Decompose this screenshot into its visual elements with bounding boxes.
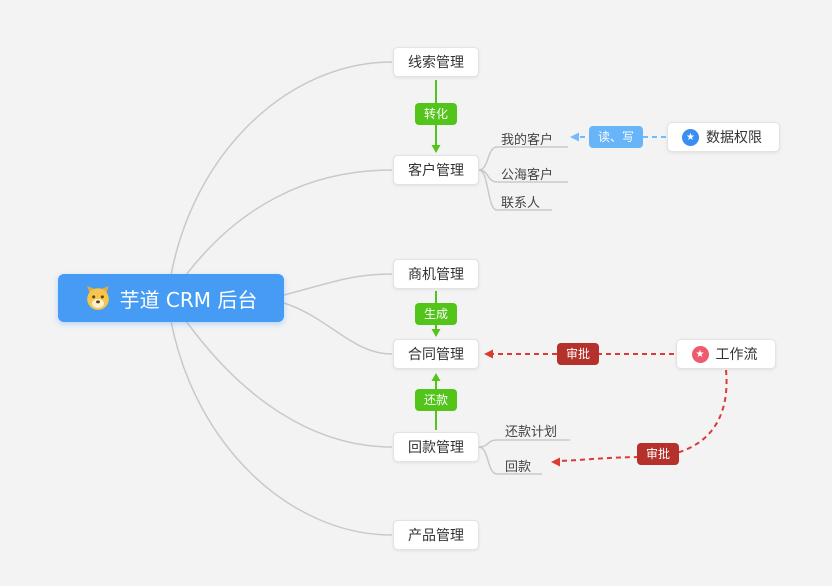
badge-convert[interactable]: 转化 bbox=[414, 103, 458, 125]
star-glyph: ★ bbox=[686, 131, 695, 143]
badge-repay[interactable]: 还款 bbox=[414, 389, 458, 411]
node-label: 商机管理 bbox=[408, 267, 464, 283]
child-my-customers[interactable]: 我的客户 bbox=[501, 133, 554, 148]
badge-read-write[interactable]: 读、写 bbox=[588, 126, 644, 148]
data-permission-arrowhead bbox=[570, 132, 579, 142]
branch-to-product bbox=[170, 320, 393, 536]
child-public-pool-customers[interactable]: 公海客户 bbox=[501, 168, 554, 183]
child-contacts[interactable]: 联系人 bbox=[501, 196, 541, 211]
branch-to-contract bbox=[283, 302, 393, 355]
workflow-payment-arrow bbox=[559, 369, 728, 462]
branch-curves bbox=[170, 61, 393, 536]
node-label: 数据权限 bbox=[706, 130, 762, 146]
connector-my-customer bbox=[478, 146, 568, 171]
root-label: 芋道 CRM 后台 bbox=[119, 287, 258, 312]
convert-arrowhead bbox=[431, 145, 441, 153]
node-clue-management[interactable]: 线索管理 bbox=[393, 47, 479, 77]
star-icon: ★ bbox=[682, 128, 699, 146]
node-label: 线索管理 bbox=[408, 55, 464, 71]
node-label: 客户管理 bbox=[408, 163, 464, 179]
node-receivable-management[interactable]: 回款管理 bbox=[393, 432, 479, 462]
node-product-management[interactable]: 产品管理 bbox=[393, 520, 479, 550]
node-label: 回款管理 bbox=[408, 440, 464, 456]
node-customer-management[interactable]: 客户管理 bbox=[393, 155, 479, 185]
badge-generate[interactable]: 生成 bbox=[414, 303, 458, 325]
node-label: 产品管理 bbox=[408, 528, 464, 544]
child-payment[interactable]: 回款 bbox=[505, 460, 532, 475]
branch-to-clue bbox=[170, 61, 393, 276]
star-icon: ★ bbox=[691, 345, 709, 363]
node-data-permission[interactable]: ★ 数据权限 bbox=[667, 122, 780, 152]
star-glyph: ★ bbox=[695, 348, 705, 360]
child-connectors bbox=[478, 146, 570, 475]
generate-arrowhead bbox=[431, 329, 441, 337]
node-label: 工作流 bbox=[715, 347, 758, 363]
node-label: 合同管理 bbox=[408, 347, 464, 363]
connector-contact bbox=[478, 169, 552, 211]
node-contract-management[interactable]: 合同管理 bbox=[393, 339, 479, 369]
connector-repay-plan bbox=[478, 439, 570, 448]
connector-payment bbox=[478, 446, 542, 475]
child-repayment-plan[interactable]: 还款计划 bbox=[505, 425, 558, 440]
branch-to-customer bbox=[185, 169, 393, 276]
badge-approve-receivable[interactable]: 审批 bbox=[636, 443, 680, 465]
workflow-payment-arrowhead bbox=[551, 457, 560, 467]
workflow-contract-arrowhead bbox=[484, 349, 493, 359]
repay-arrowhead bbox=[431, 373, 441, 381]
node-workflow[interactable]: ★ 工作流 bbox=[676, 339, 776, 369]
root-node-crm-backend[interactable]: 芋道 CRM 后台 bbox=[58, 274, 284, 322]
node-opportunity-management[interactable]: 商机管理 bbox=[393, 259, 479, 289]
badge-approve-contract[interactable]: 审批 bbox=[556, 343, 600, 365]
dog-icon bbox=[85, 285, 111, 311]
branch-to-opportunity bbox=[283, 273, 393, 296]
branch-to-receivable bbox=[185, 320, 393, 448]
